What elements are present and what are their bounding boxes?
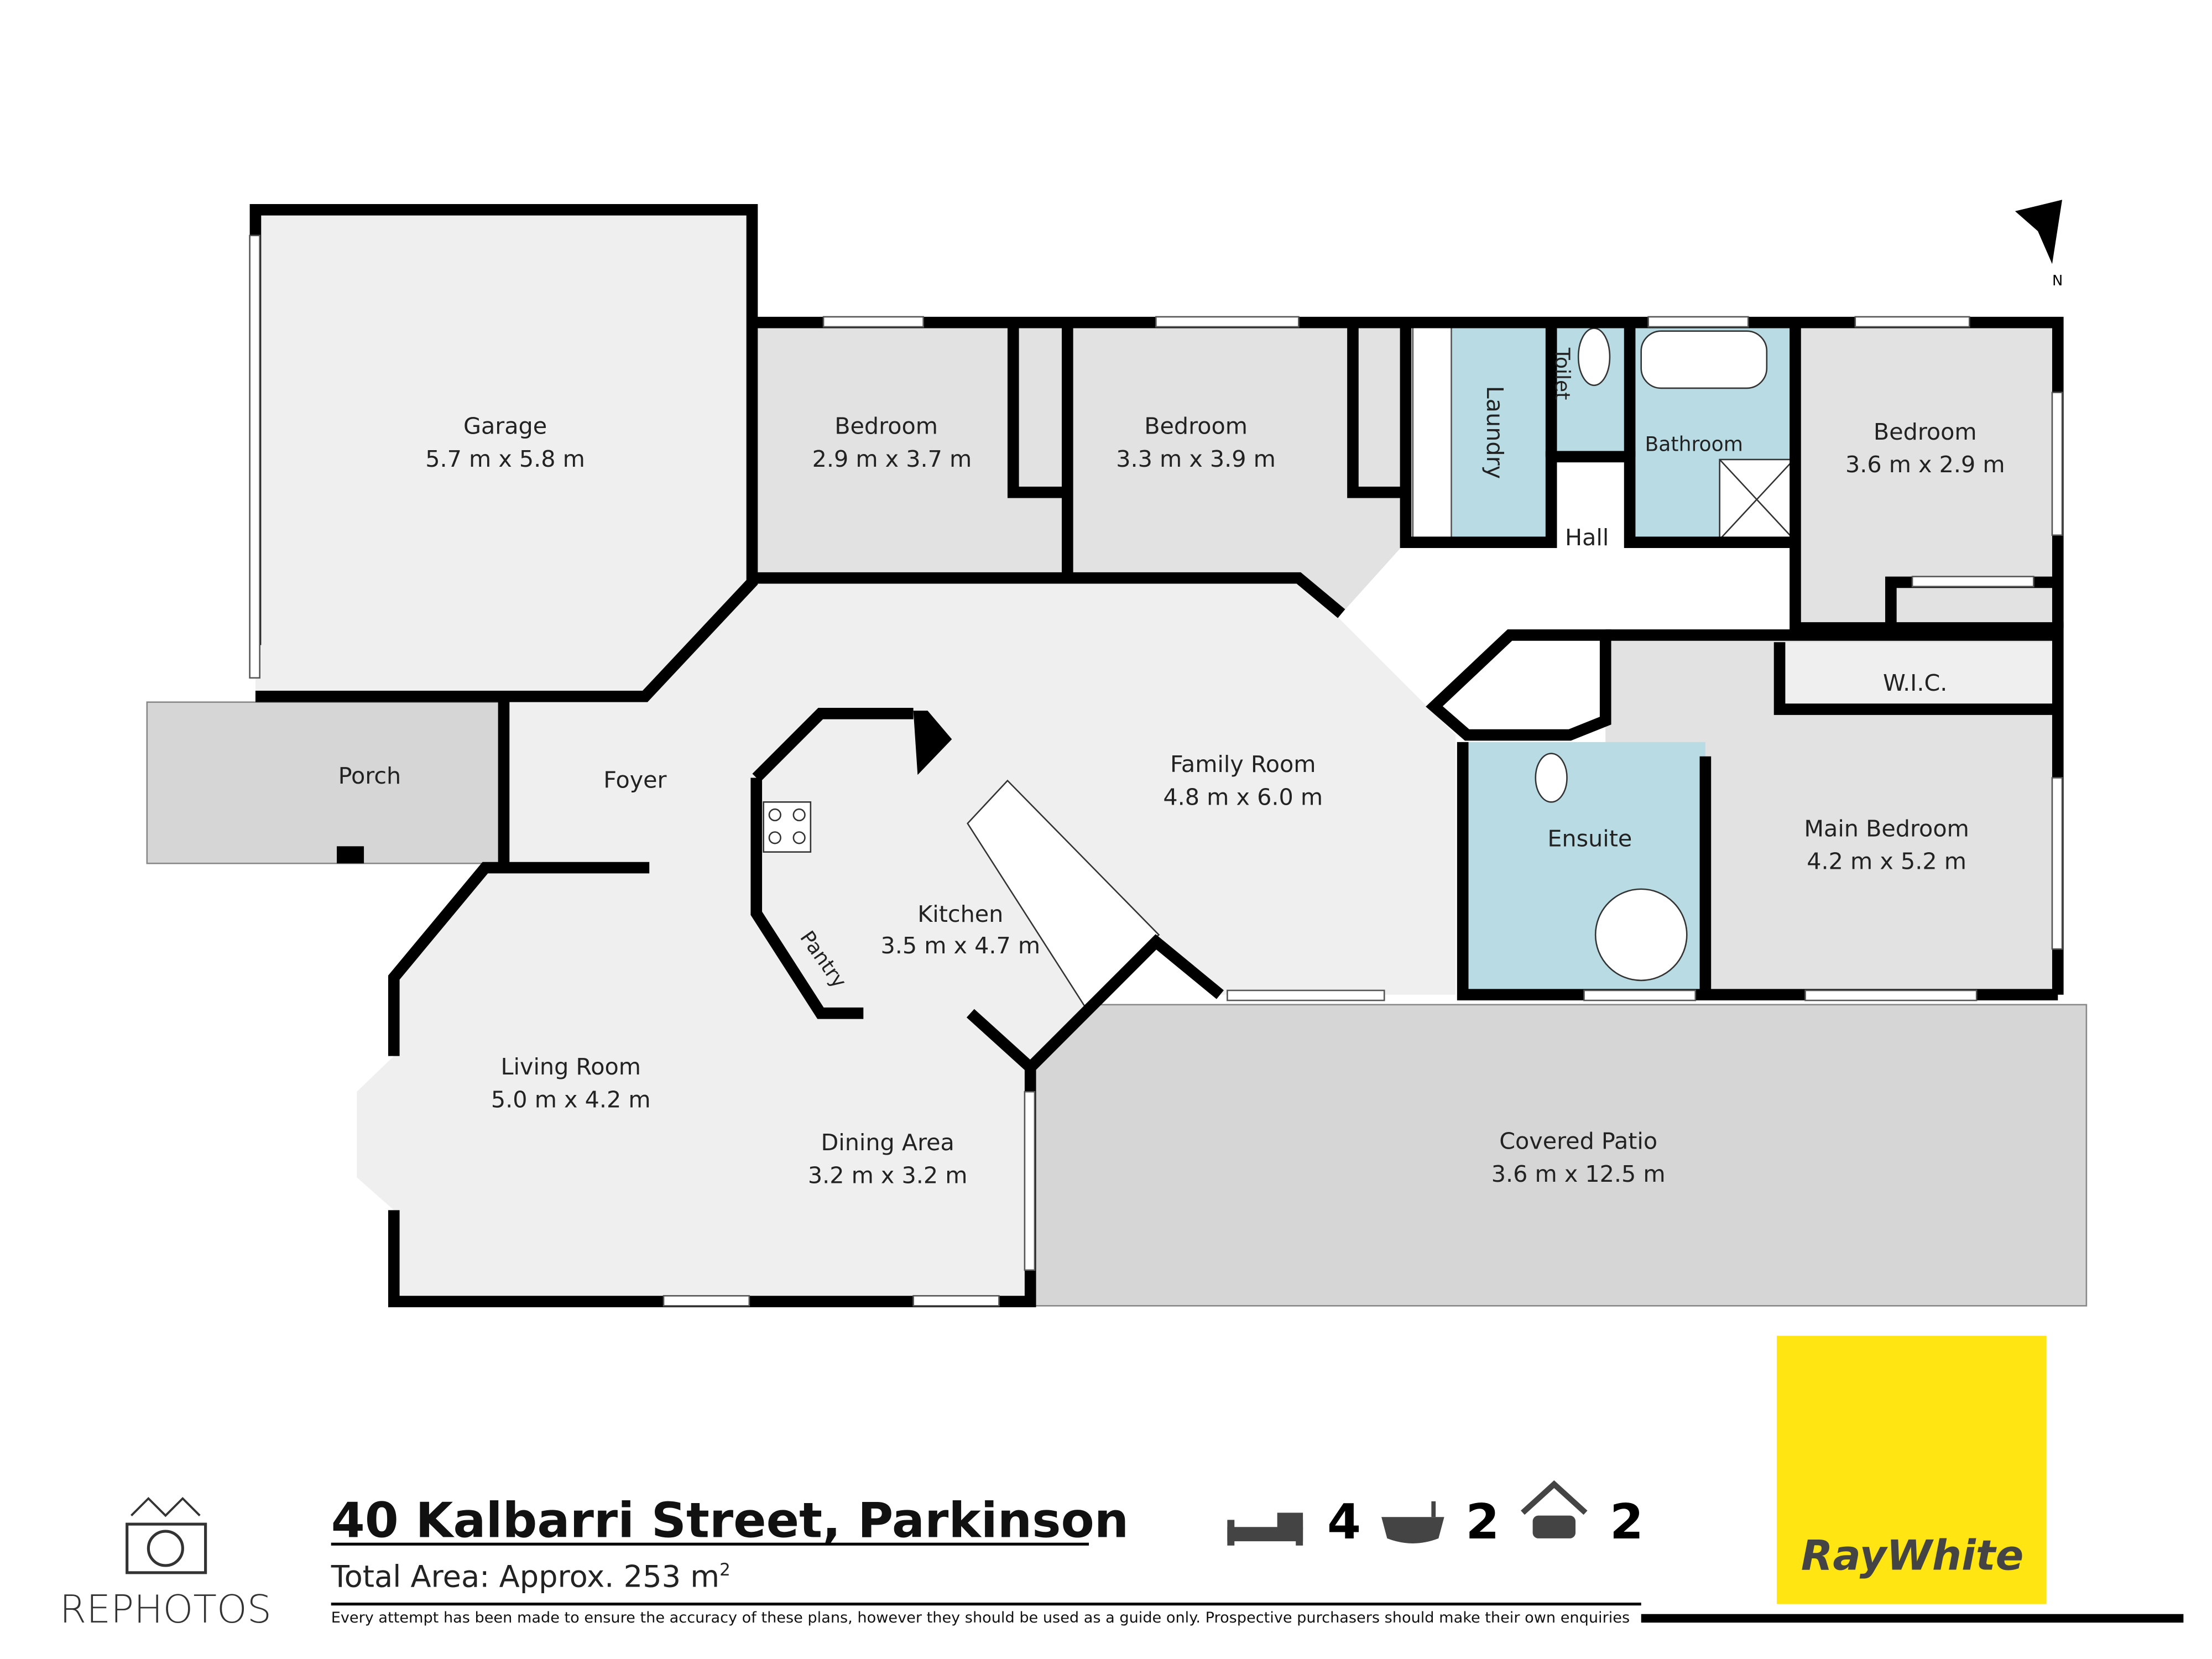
bedroom-3-dims: 3.6 m x 2.9 m [1845, 451, 2005, 478]
laundry-bench [1412, 325, 1452, 540]
bedroom-count: 4 [1327, 1494, 1361, 1550]
bedroom-1-label: Bedroom [834, 413, 938, 440]
north-label: N [2052, 273, 2063, 289]
property-address: 40 Kalbarri Street, Parkinson [331, 1492, 1129, 1548]
wic-label: W.I.C. [1883, 670, 1947, 696]
bathroom-count: 2 [1465, 1494, 1499, 1550]
main-bedroom-dims: 4.2 m x 5.2 m [1807, 848, 1966, 875]
covered-patio-area [1034, 1004, 2088, 1307]
laundry-area [1451, 325, 1548, 540]
living-room-dims: 5.0 m x 4.2 m [491, 1087, 651, 1113]
ensuite-label: Ensuite [1547, 825, 1632, 852]
garage-area [255, 210, 752, 697]
north-arrow-icon [2015, 200, 2063, 264]
bed-icon [1227, 1512, 1303, 1546]
wic-area [1780, 642, 2054, 709]
disclaimer: Every attempt has been made to ensure th… [331, 1609, 1630, 1626]
family-room-label: Family Room [1170, 751, 1316, 778]
windows [249, 234, 2063, 1307]
ensuite-bath [1594, 888, 1688, 982]
rephotos-logo: REPHOTOS [60, 1496, 272, 1632]
toilet-label: Toilet [1551, 347, 1574, 400]
living-zone [357, 578, 1456, 1302]
svg-text:RayWhite: RayWhite [1801, 1532, 2024, 1580]
total-area: Total Area: Approx. 253 m2 [331, 1559, 731, 1594]
kitchen-label: Kitchen [917, 901, 1003, 927]
garage-icon [1521, 1480, 1588, 1538]
toilet-bowl [1577, 327, 1611, 387]
living-room-label: Living Room [501, 1053, 641, 1080]
cooktop [763, 801, 812, 853]
ensuite-toilet [1535, 753, 1568, 803]
porch-label: Porch [338, 763, 401, 789]
dining-area-label: Dining Area [821, 1129, 954, 1156]
garage-dims: 5.7 m x 5.8 m [425, 446, 585, 472]
bedroom-2-dims: 3.3 m x 3.9 m [1116, 446, 1276, 472]
porch-area [146, 701, 505, 864]
north-arrow: N [2015, 200, 2063, 289]
dining-area-dims: 3.2 m x 3.2 m [808, 1162, 968, 1188]
svg-text:REPHOTOS: REPHOTOS [60, 1587, 272, 1632]
laundry-label: Laundry [1481, 386, 1508, 479]
foyer-label: Foyer [603, 767, 666, 794]
bathtub [1640, 330, 1768, 389]
porch-post [337, 846, 364, 864]
garage-label: Garage [463, 413, 547, 440]
covered-patio-label: Covered Patio [1499, 1128, 1657, 1154]
bedroom-1-dims: 2.9 m x 3.7 m [812, 446, 972, 472]
bath-icon [1381, 1501, 1444, 1543]
bedroom-2-label: Bedroom [1144, 413, 1248, 440]
covered-patio-dims: 3.6 m x 12.5 m [1491, 1161, 1666, 1187]
kitchen-dims: 3.5 m x 4.7 m [880, 932, 1040, 959]
main-bedroom-label: Main Bedroom [1804, 815, 1969, 842]
bedroom-3-label: Bedroom [1874, 419, 1977, 445]
raywhite-logo: RayWhite [1776, 1335, 2047, 1604]
family-room-dims: 4.8 m x 6.0 m [1163, 784, 1323, 810]
garage-count: 2 [1610, 1494, 1644, 1550]
kitchen-wall-end [913, 711, 952, 775]
hall-label: Hall [1565, 524, 1609, 551]
bathroom-label: Bathroom [1645, 432, 1743, 456]
bedroom-2-area [1067, 322, 1406, 614]
